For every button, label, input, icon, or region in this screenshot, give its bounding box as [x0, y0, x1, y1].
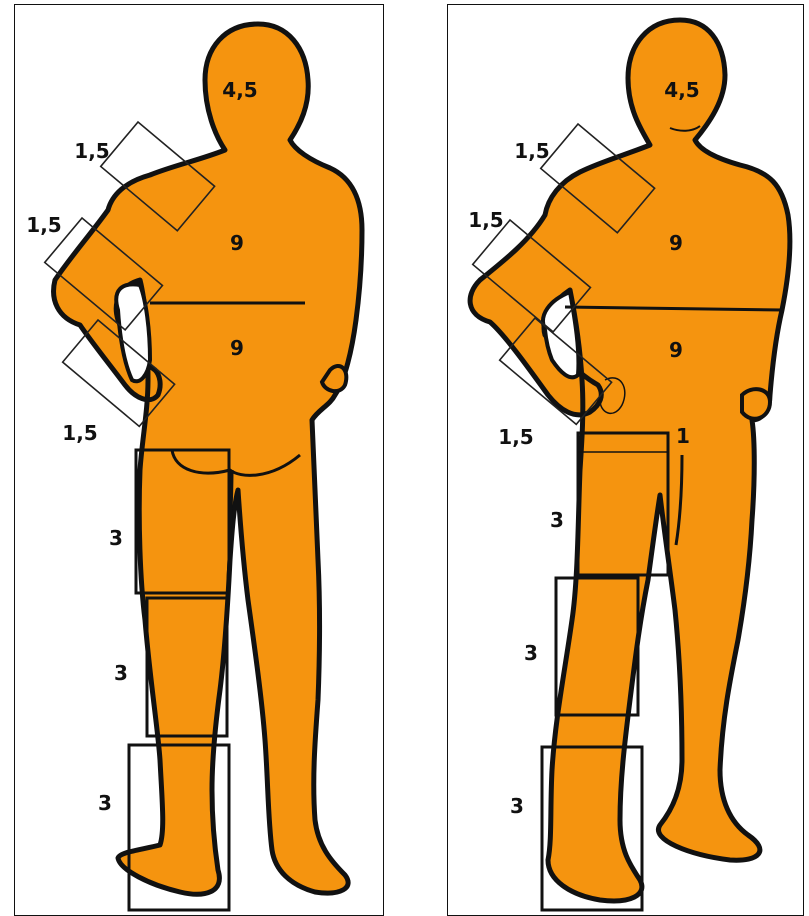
front-right-fist: [742, 389, 770, 419]
back-foot-label: 3: [98, 791, 112, 815]
front-thigh-label: 3: [550, 508, 564, 532]
front-figure: 4,5 9 9 1,5 1,5 1,5 1 3 3 3: [468, 20, 790, 910]
back-forearm-label: 1,5: [26, 213, 61, 237]
front-lower-torso-label: 9: [669, 338, 683, 362]
front-hand-label: 1,5: [498, 425, 533, 449]
front-calf-label: 3: [524, 641, 538, 665]
back-head-label: 4,5: [222, 78, 257, 102]
front-genitals-label: 1: [676, 424, 690, 448]
back-thigh-label: 3: [109, 526, 123, 550]
back-hand-label: 1,5: [62, 421, 97, 445]
back-figure: 4,5 9 9 1,5 1,5 1,5 3 3 3: [26, 24, 362, 910]
front-head-label: 4,5: [664, 78, 699, 102]
back-upper-arm-label: 1,5: [74, 139, 109, 163]
front-upper-torso-label: 9: [669, 231, 683, 255]
front-forearm-label: 1,5: [468, 208, 503, 232]
back-lower-torso-label: 9: [230, 336, 244, 360]
back-upper-torso-label: 9: [230, 231, 244, 255]
back-calf-label: 3: [114, 661, 128, 685]
front-upper-arm-label: 1,5: [514, 139, 549, 163]
front-foot-label: 3: [510, 794, 524, 818]
